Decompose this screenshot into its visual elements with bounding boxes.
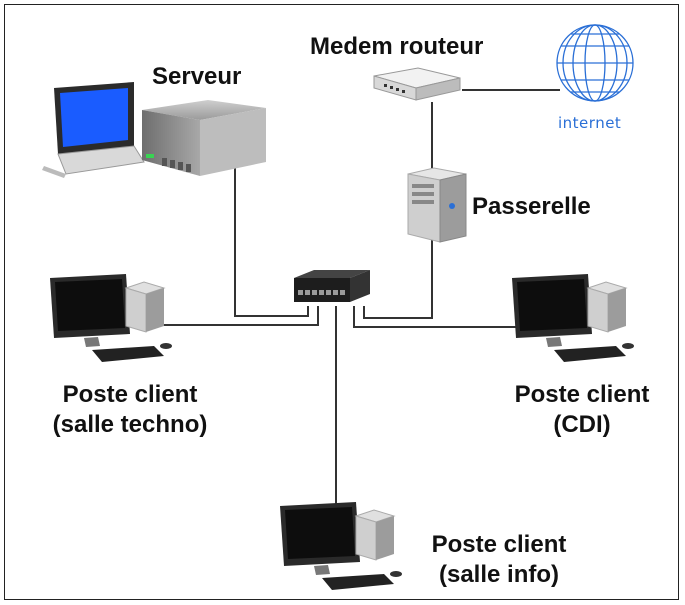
client-cdi-line2: (CDI) [553, 411, 611, 438]
client-info-label: Poste client (salle info) [400, 530, 598, 590]
internet-label: internet [558, 114, 622, 132]
link-switch-techno [162, 306, 319, 326]
client-cdi-line1: Poste client [514, 381, 650, 408]
link-gateway-switch [363, 238, 433, 319]
client-info-line2: (salle info) [438, 561, 559, 588]
modem-router-icon [373, 67, 461, 101]
desktop-computer-icon [50, 274, 172, 362]
client-cdi-label: Poste client (CDI) [482, 380, 682, 440]
tower-pc-icon [407, 167, 467, 243]
server-label: Serveur [152, 63, 242, 90]
client-techno-label: Poste client (salle techno) [30, 380, 230, 440]
client-techno-line1: Poste client [62, 381, 198, 408]
laptop-icon [42, 82, 145, 178]
gateway-label: Passerelle [472, 193, 591, 220]
link-switch-cdi [353, 306, 516, 328]
desktop-computer-icon [512, 274, 634, 362]
globe-icon [556, 24, 634, 102]
diagram-frame [4, 4, 679, 600]
desktop-computer-icon [280, 502, 402, 590]
client-techno-line2: (salle techno) [52, 411, 208, 438]
client-info-line1: Poste client [431, 531, 567, 558]
modem-router-label: Medem routeur [310, 33, 484, 60]
network-switch-icon [294, 270, 370, 302]
server-icon [142, 100, 266, 176]
link-server-switch [234, 168, 309, 317]
